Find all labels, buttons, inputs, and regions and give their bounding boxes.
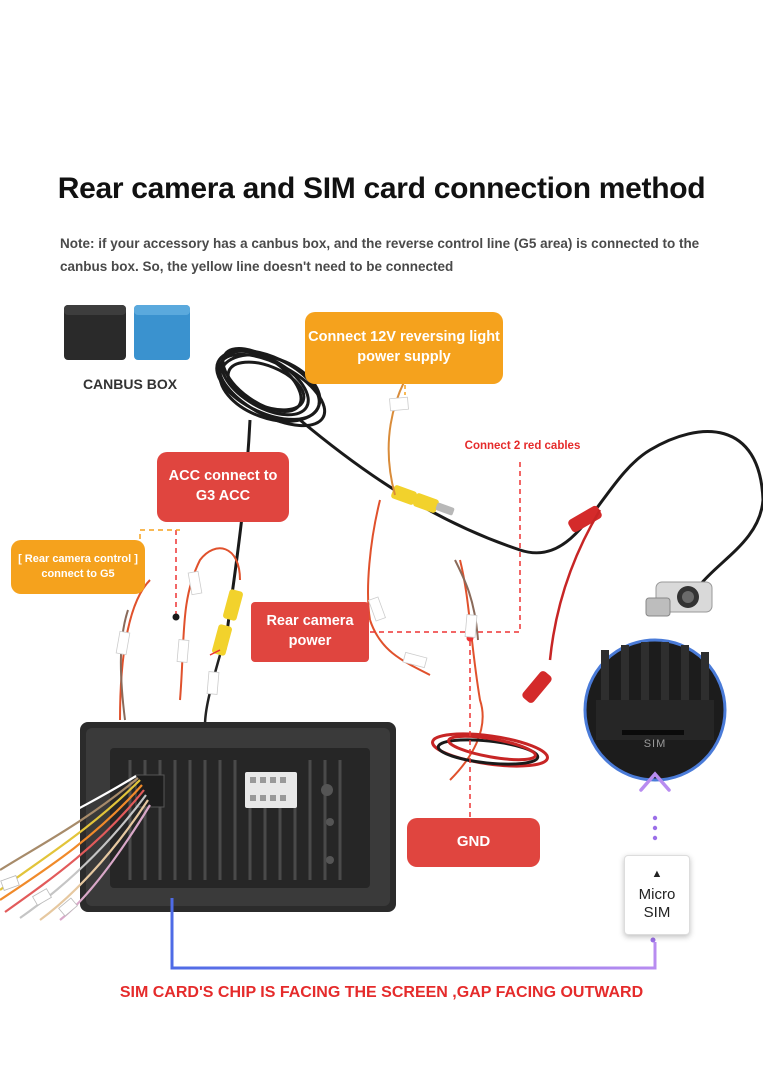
red-connector-bottom <box>522 671 552 703</box>
page-title: Rear camera and SIM card connection meth… <box>57 172 706 205</box>
callout-reversing-power: Connect 12V reversing light power supply <box>305 312 503 384</box>
callout-rear-camera-control: [ Rear camera control ] connect to G5 <box>11 540 145 594</box>
sim-instruction: SIM CARD'S CHIP IS FACING THE SCREEN ,GA… <box>119 984 644 1001</box>
sim-slot-closeup <box>583 638 727 782</box>
canbus-box-black <box>64 305 126 360</box>
micro-sim-label-2: SIM <box>643 903 671 921</box>
up-arrow-icon <box>639 771 671 806</box>
callout-acc: ACC connect to G3 ACC <box>157 452 289 522</box>
canbus-box-blue <box>134 305 190 360</box>
rca-connector-top <box>391 485 455 516</box>
coiled-cable <box>215 347 327 428</box>
red-connector-top <box>568 505 602 533</box>
sim-triangle-icon: ▲ <box>651 868 663 881</box>
micro-sim-label-1: Micro <box>638 885 676 903</box>
red-cables-note: Connect 2 red cables <box>464 440 581 452</box>
micro-sim-card: ▲ Micro SIM <box>624 855 690 935</box>
gnd-coil <box>431 732 549 768</box>
callout-gnd: GND <box>407 818 540 867</box>
sim-slot-label: SIM <box>643 738 667 750</box>
note-text: Note: if your accessory has a canbus box… <box>60 236 700 274</box>
rear-camera <box>645 581 713 617</box>
head-unit <box>80 722 396 912</box>
canbus-box-label: CANBUS BOX <box>82 376 178 392</box>
rca-connector-left <box>212 589 243 656</box>
callout-rear-camera-power: Rear camera power <box>251 602 369 662</box>
